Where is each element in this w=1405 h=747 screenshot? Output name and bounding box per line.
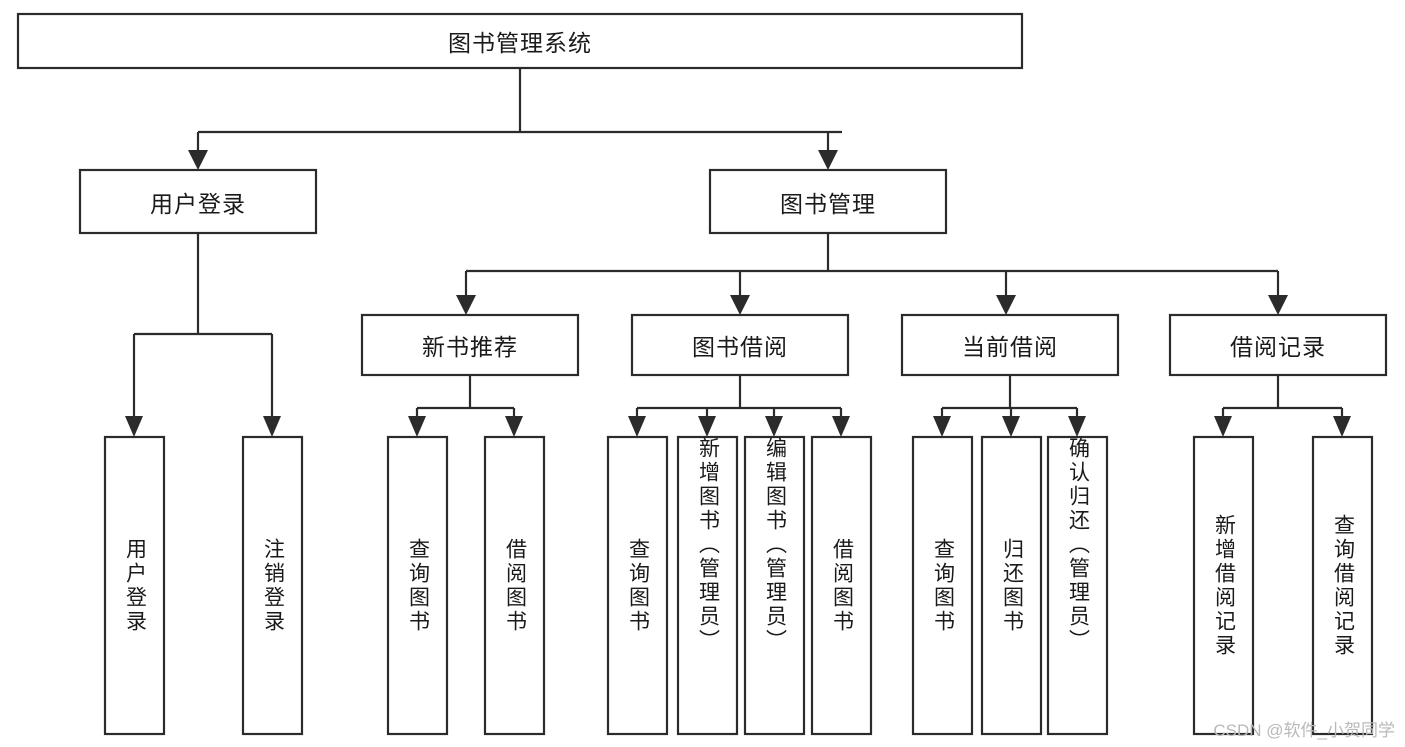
connector-group-current <box>933 375 1086 437</box>
leaf-query-book-borrow[interactable] <box>606 435 669 736</box>
leaf-logout[interactable] <box>241 435 304 736</box>
node-book-borrow[interactable] <box>630 313 850 377</box>
leaf-add-book-admin[interactable] <box>676 435 739 736</box>
arrowhead-leaf-user-login <box>125 416 143 437</box>
node-new-book-recommend[interactable] <box>360 313 580 377</box>
leaf-query-borrow-record[interactable] <box>1311 435 1374 736</box>
arrowhead-leaf-borrow-book-1 <box>505 416 523 437</box>
leaf-edit-book-admin[interactable] <box>743 435 806 736</box>
connector-group-book-mgmt <box>456 233 1288 315</box>
arrowhead-leaf-logout <box>263 416 281 437</box>
connector-group-newbook <box>408 375 523 437</box>
arrowhead-leaf-query-book-1 <box>408 416 426 437</box>
arrowhead-leaf-borrow-book-2 <box>832 416 850 437</box>
connector-group-records <box>1214 375 1351 437</box>
node-current-borrow[interactable] <box>900 313 1120 377</box>
leaf-return-book[interactable] <box>980 435 1043 736</box>
arrowhead-borrow <box>730 295 750 315</box>
arrowhead-leaf-add-record <box>1214 416 1232 437</box>
arrowhead-leaf-edit-book <box>765 416 783 437</box>
arrowhead-records <box>1268 295 1288 315</box>
arrowhead-leaf-query-book-3 <box>933 416 951 437</box>
arrowhead-leaf-confirm-return <box>1068 416 1086 437</box>
arrowhead-leaf-return-book <box>1002 416 1020 437</box>
arrowhead-leaf-query-record <box>1333 416 1351 437</box>
leaf-add-borrow-record[interactable] <box>1192 435 1255 736</box>
node-root[interactable] <box>16 12 1024 70</box>
leaf-query-book-newbook[interactable] <box>386 435 449 736</box>
node-borrow-records[interactable] <box>1168 313 1388 377</box>
connector-group-root <box>188 68 842 170</box>
leaf-user-login[interactable] <box>103 435 166 736</box>
arrowhead-book-mgmt <box>818 150 838 170</box>
arrowhead-leaf-query-book-2 <box>628 416 646 437</box>
arrowhead-current <box>996 295 1016 315</box>
connector-group-borrow <box>628 375 850 437</box>
leaf-query-book-current[interactable] <box>911 435 974 736</box>
arrowhead-leaf-add-book <box>698 416 716 437</box>
leaf-borrow-book-newbook[interactable] <box>483 435 546 736</box>
connector-group-user-login <box>125 233 281 437</box>
arrowhead-newbook <box>456 295 476 315</box>
leaf-confirm-return-admin[interactable] <box>1046 435 1109 736</box>
node-user-login[interactable] <box>78 168 318 235</box>
arrowhead-user-login <box>188 150 208 170</box>
node-book-management[interactable] <box>708 168 948 235</box>
leaf-borrow-book[interactable] <box>810 435 873 736</box>
